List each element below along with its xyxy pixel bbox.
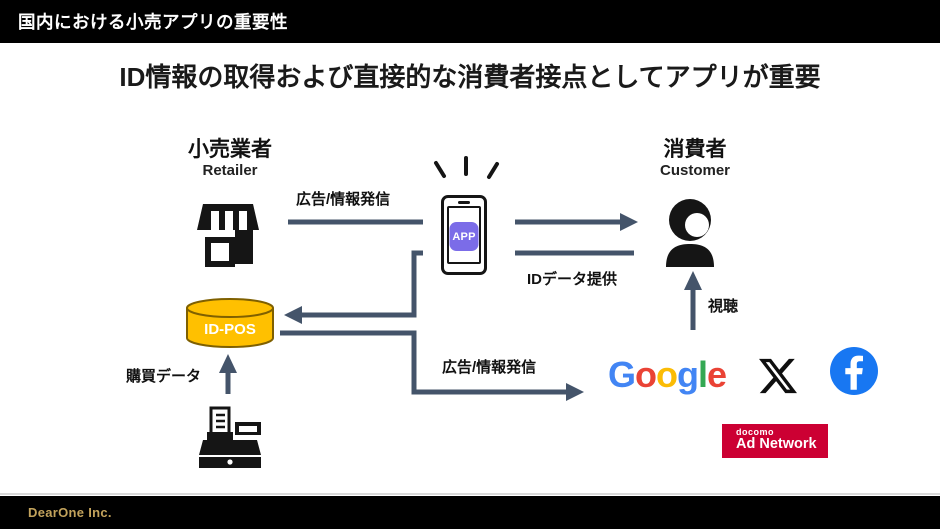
- idpos-database-icon: ID-POS: [186, 298, 274, 348]
- label-purchase-data: 購買データ: [126, 368, 202, 385]
- app-icon: APP: [449, 222, 479, 251]
- retailer-heading: 小売業者 Retailer: [168, 138, 292, 179]
- arrow-viewing-to-customer: [684, 271, 702, 330]
- company-name: DearOne Inc.: [28, 505, 112, 520]
- page-title: ID情報の取得および直接的な消費者接点としてアプリが重要: [119, 62, 821, 92]
- retailer-sublabel: Retailer: [202, 162, 258, 180]
- arrow-idpos-to-platforms: [280, 330, 584, 401]
- x-logo: [759, 358, 797, 394]
- arrow-customer-to-idpos: [284, 250, 634, 324]
- label-ad-info-top: 広告/情報発信: [296, 191, 391, 208]
- docomo-badge-product: Ad Network: [736, 436, 817, 453]
- retailer-label: 小売業者: [188, 138, 272, 161]
- customer-sublabel: Customer: [659, 162, 730, 180]
- customer-label: 消費者: [663, 138, 727, 161]
- label-ad-info-bottom: 広告/情報発信: [442, 359, 537, 376]
- cash-register-icon: [199, 406, 261, 468]
- phone-screen: APP: [447, 206, 481, 264]
- google-logo: Google: [608, 354, 727, 395]
- customer-heading: 消費者 Customer: [636, 138, 754, 179]
- phone-rays-icon: [434, 156, 499, 179]
- docomo-ad-network-badge: docomo Ad Network: [722, 424, 828, 458]
- storefront-icon: [197, 204, 259, 267]
- smartphone: APP: [423, 183, 515, 287]
- arrow-register-to-idpos: [219, 354, 237, 394]
- footer-divider: [0, 493, 940, 495]
- idpos-label: ID-POS: [204, 321, 256, 338]
- footer-bar: DearOne Inc.: [0, 496, 940, 529]
- smartphone-icon: APP: [441, 195, 487, 275]
- customer-person-icon: [666, 199, 714, 267]
- label-id-data: IDデータ提供: [527, 271, 618, 288]
- slide-header-title: 国内における小売アプリの重要性: [18, 12, 288, 32]
- facebook-logo: [830, 347, 878, 395]
- docomo-badge-brand: docomo: [736, 427, 774, 437]
- label-viewing: 視聴: [708, 298, 739, 315]
- slide-header-bar: 国内における小売アプリの重要性: [0, 0, 940, 43]
- phone-speaker-icon: [458, 201, 470, 204]
